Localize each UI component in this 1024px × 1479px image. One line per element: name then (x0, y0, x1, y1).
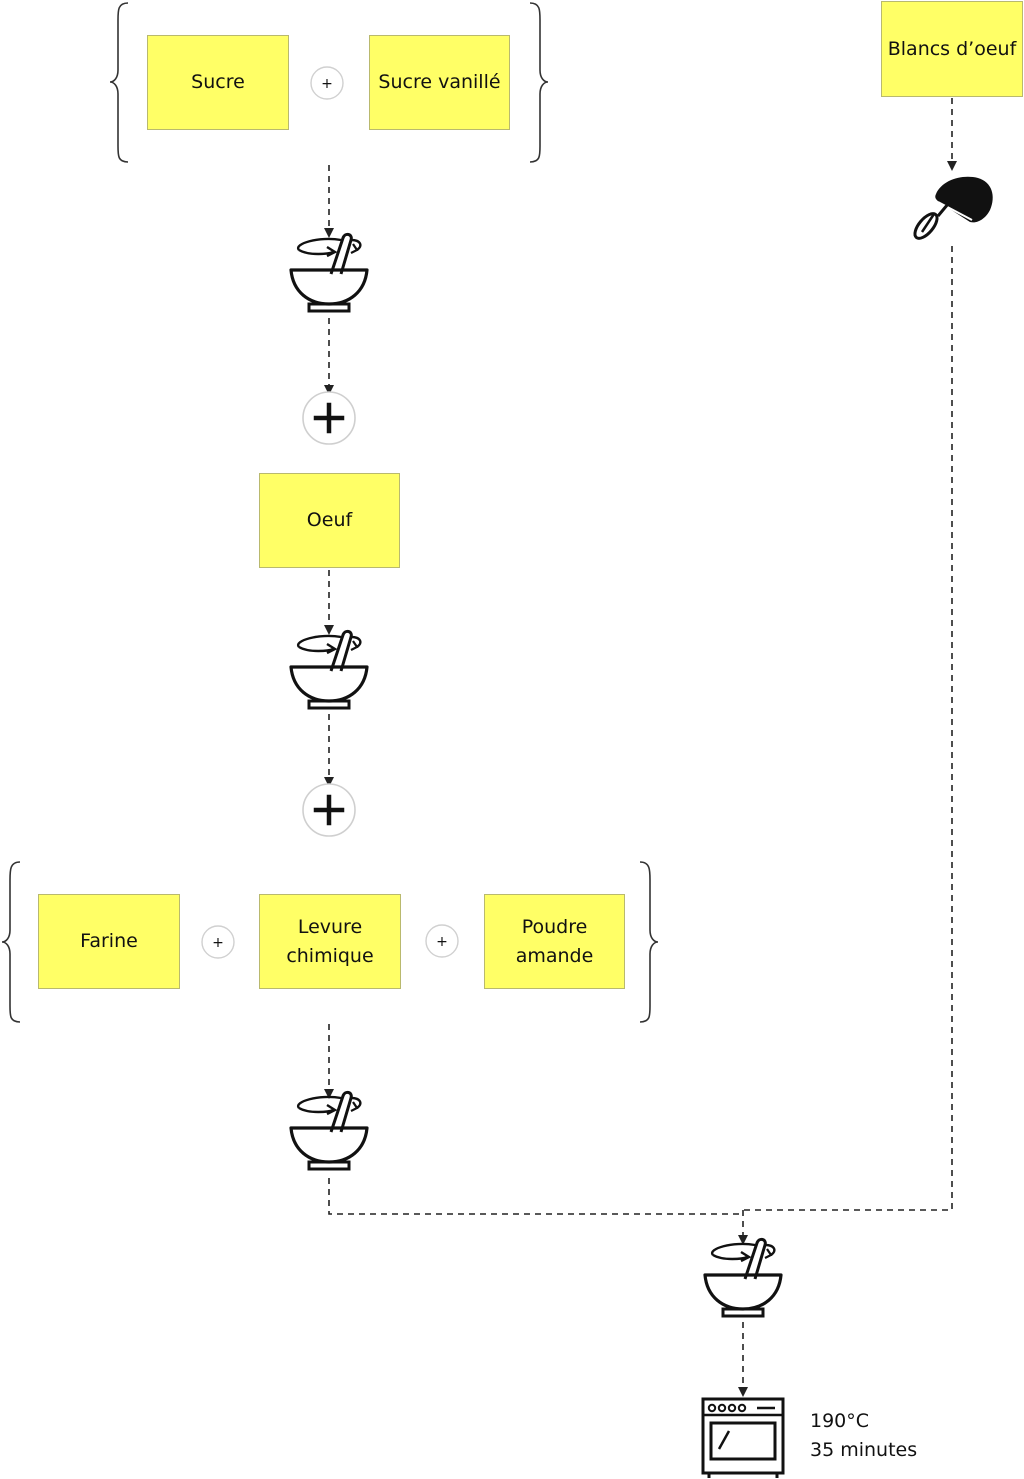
brace-right-top (529, 2, 549, 163)
brace-left-bottom (1, 861, 21, 1023)
ingredient-label: Levure chimique (286, 915, 374, 967)
mixing-bowl-icon (289, 629, 369, 710)
mixing-bowl-icon (703, 1237, 783, 1318)
ingredient-label: Sucre (191, 71, 245, 93)
hand-mixer-icon (913, 176, 993, 240)
ingredient-label: Sucre vanillé (378, 71, 501, 93)
svg-text:+: + (321, 76, 333, 92)
ingredient-label: Blancs d’oeuf (887, 37, 1017, 60)
cuisson-duree: 35 minutes (810, 1439, 918, 1461)
plus-circle-icon (302, 783, 356, 837)
plus-circle-icon (302, 391, 356, 445)
ingredient-label: Poudre amande (515, 915, 594, 967)
ingredient-levure-chimique: Levure chimique (259, 894, 401, 989)
ingredient-farine: Farine (38, 894, 180, 989)
oven-icon (701, 1397, 785, 1478)
ingredient-sucre-vanille: Sucre vanillé (369, 35, 510, 130)
mixing-bowl-icon (289, 232, 369, 313)
svg-text:+: + (436, 934, 448, 950)
connector-right (743, 246, 953, 1211)
ingredient-label: Oeuf (306, 509, 353, 531)
ingredient-label: Farine (80, 930, 138, 952)
ingredient-oeuf: Oeuf (259, 473, 400, 568)
cuisson-label: 190°C 35 minutes (810, 1407, 917, 1465)
ingredient-sucre: Sucre (147, 35, 289, 130)
brace-right-bottom (639, 861, 659, 1023)
plus-circle-small-2: + (201, 925, 235, 959)
ingredient-blancs-oeuf: Blancs d’oeuf (881, 1, 1023, 97)
mixing-bowl-icon (289, 1090, 369, 1171)
plus-circle-small-1: + (310, 66, 344, 100)
plus-circle-small-3: + (425, 924, 459, 958)
connector-left (328, 1178, 743, 1215)
svg-text:+: + (212, 935, 224, 951)
ingredient-poudre-amande: Poudre amande (484, 894, 625, 989)
brace-left-top (109, 2, 129, 163)
cuisson-temperature: 190°C (810, 1410, 870, 1432)
